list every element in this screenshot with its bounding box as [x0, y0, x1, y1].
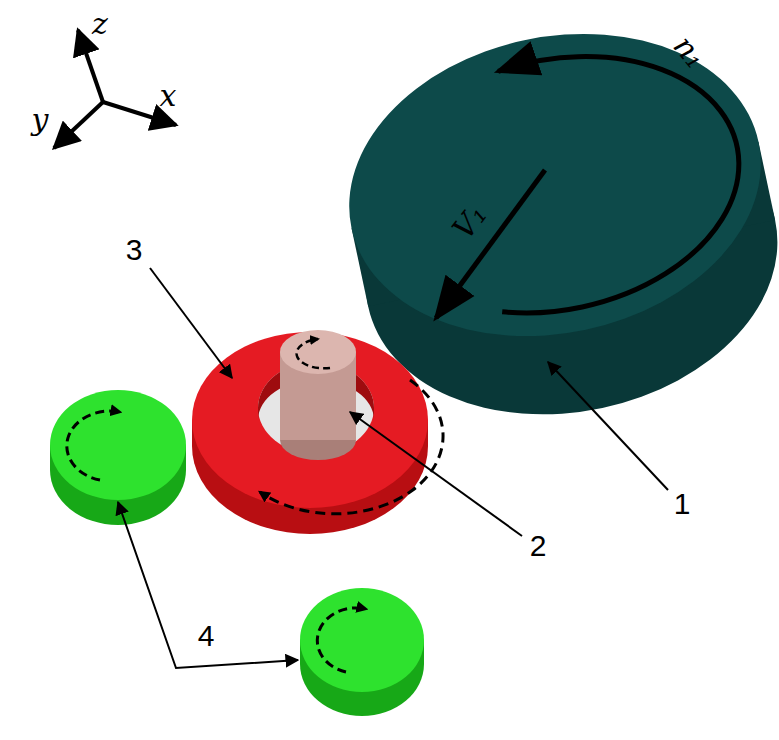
- velocity-arrow: [436, 170, 545, 318]
- green-disc: [300, 588, 424, 716]
- cylinder: [280, 330, 356, 460]
- axis-label: x: [160, 81, 177, 111]
- axis-label: y: [32, 105, 49, 135]
- leader-lines: [118, 268, 668, 668]
- axes: [54, 30, 176, 148]
- axis-label: z: [92, 9, 108, 39]
- callout-number: 3: [126, 235, 143, 265]
- callout-number: 4: [198, 621, 215, 651]
- callout-number: 2: [530, 531, 547, 561]
- callout-number: 1: [674, 489, 691, 519]
